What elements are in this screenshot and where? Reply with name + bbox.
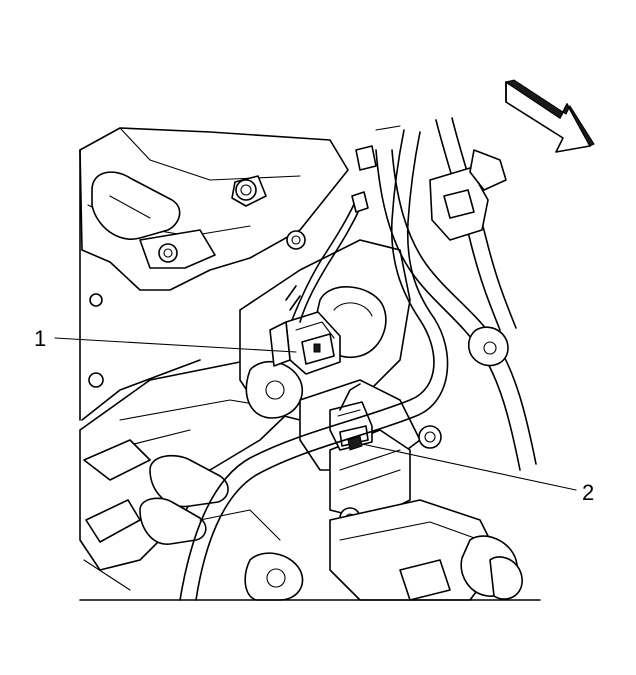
callout-1-label: 1 — [34, 326, 46, 351]
callout-leaders — [54, 337, 577, 491]
callout-2-label: 2 — [582, 480, 594, 505]
callout-2-leader — [361, 443, 577, 491]
hose-right — [375, 117, 537, 471]
center-assembly — [239, 239, 442, 529]
left-housing — [79, 149, 311, 591]
direction-arrow-icon — [504, 79, 595, 153]
harness-wire-1 — [285, 191, 369, 323]
hose-main — [179, 129, 449, 601]
upper-right-components — [355, 125, 509, 367]
connector-2 — [329, 383, 373, 451]
upper-bracket — [79, 127, 349, 388]
callout-1-leader — [54, 337, 297, 353]
connector-1 — [269, 311, 341, 375]
lower-right-components — [79, 499, 541, 601]
